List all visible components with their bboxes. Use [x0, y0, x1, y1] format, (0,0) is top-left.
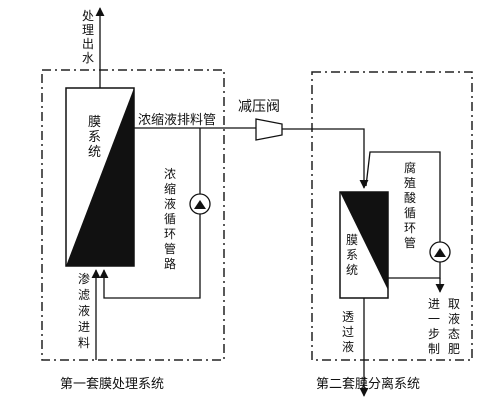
- permeate-label: 透 过 液: [342, 310, 358, 354]
- system1-boundary: [41, 69, 225, 361]
- concentrate-loop-label: 浓 缩 液 循 环 管 路: [164, 167, 180, 271]
- humic-loop-label: 腐 殖 酸 循 环 管: [404, 160, 420, 250]
- membrane1-char: 膜: [88, 115, 101, 130]
- liquid-fertilizer-label: 取 液 态 肥: [448, 297, 464, 356]
- humic-loop-line: [365, 151, 441, 279]
- pressure-valve: [255, 118, 283, 141]
- pressure-valve-label: 减压阀: [238, 99, 280, 115]
- membrane-unit-1: [65, 87, 135, 267]
- further-processing-label: 进 一 步 制: [428, 297, 444, 356]
- membrane1-label: 膜 系 统: [88, 115, 105, 160]
- treated-water-label: 处 理 出 水: [82, 9, 98, 65]
- pump-2: [429, 241, 451, 263]
- pump-1: [189, 193, 211, 215]
- membrane2-label: 膜 系 统: [346, 233, 362, 277]
- feed-line-2: [282, 128, 369, 189]
- membrane1-char: 统: [88, 145, 101, 160]
- system2-boundary: [311, 71, 473, 361]
- membrane1-char: 系: [88, 130, 101, 145]
- system1-caption: 第一套膜处理系统: [60, 376, 164, 392]
- concentrate-discharge-label: 浓缩液排料管: [138, 112, 216, 128]
- membrane-unit-2: [339, 191, 389, 299]
- leachate-in-label: 渗 滤 液 进 料: [78, 271, 94, 350]
- system2-caption: 第二套膜分离系统: [316, 376, 420, 392]
